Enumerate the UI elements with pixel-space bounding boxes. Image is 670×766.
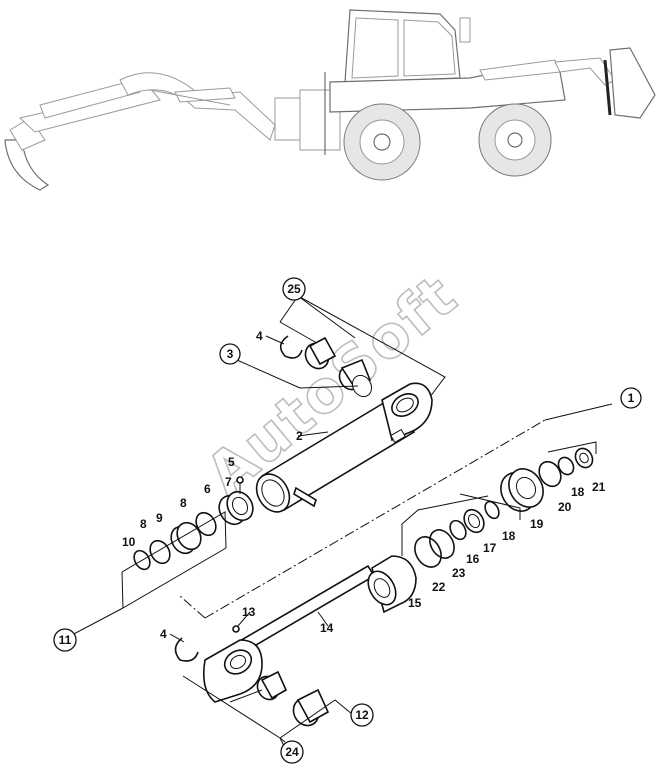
svg-text:25: 25 bbox=[287, 282, 301, 296]
label-22: 22 bbox=[432, 580, 446, 594]
callout-12: 12 bbox=[350, 703, 374, 727]
label-2: 2 bbox=[296, 429, 303, 443]
label-8-lower: 8 bbox=[140, 517, 147, 531]
label-14: 14 bbox=[320, 621, 334, 635]
machine-overview bbox=[4, 9, 656, 191]
piston-seal-group bbox=[69, 476, 254, 637]
callout-25: 25 bbox=[282, 277, 306, 301]
label-8-upper: 8 bbox=[180, 496, 187, 510]
label-19: 19 bbox=[530, 517, 544, 531]
label-5: 5 bbox=[228, 455, 235, 469]
label-18-lower: 18 bbox=[502, 529, 516, 543]
svg-text:3: 3 bbox=[227, 347, 234, 361]
callout-24: 24 bbox=[280, 740, 304, 764]
label-21: 21 bbox=[592, 480, 606, 494]
label-10: 10 bbox=[122, 535, 136, 549]
label-23: 23 bbox=[452, 566, 466, 580]
svg-text:11: 11 bbox=[59, 633, 72, 647]
callout-1: 1 bbox=[620, 387, 642, 409]
label-16: 16 bbox=[466, 552, 480, 566]
callout-11: 11 bbox=[53, 628, 77, 652]
label-13: 13 bbox=[242, 605, 256, 619]
barrel-assembly bbox=[236, 295, 446, 513]
label-7: 7 bbox=[225, 475, 232, 489]
callout-3: 3 bbox=[219, 343, 241, 365]
svg-text:1: 1 bbox=[628, 391, 635, 405]
label-20: 20 bbox=[558, 500, 572, 514]
rod-assembly bbox=[174, 403, 613, 747]
label-6: 6 bbox=[204, 482, 211, 496]
label-4-lower: 4 bbox=[160, 627, 167, 641]
label-17: 17 bbox=[483, 541, 497, 555]
svg-text:12: 12 bbox=[355, 708, 369, 722]
svg-text:24: 24 bbox=[285, 745, 299, 759]
label-15: 15 bbox=[408, 596, 422, 610]
label-9: 9 bbox=[156, 511, 163, 525]
label-18-upper: 18 bbox=[571, 485, 585, 499]
label-4-upper: 4 bbox=[256, 329, 263, 343]
